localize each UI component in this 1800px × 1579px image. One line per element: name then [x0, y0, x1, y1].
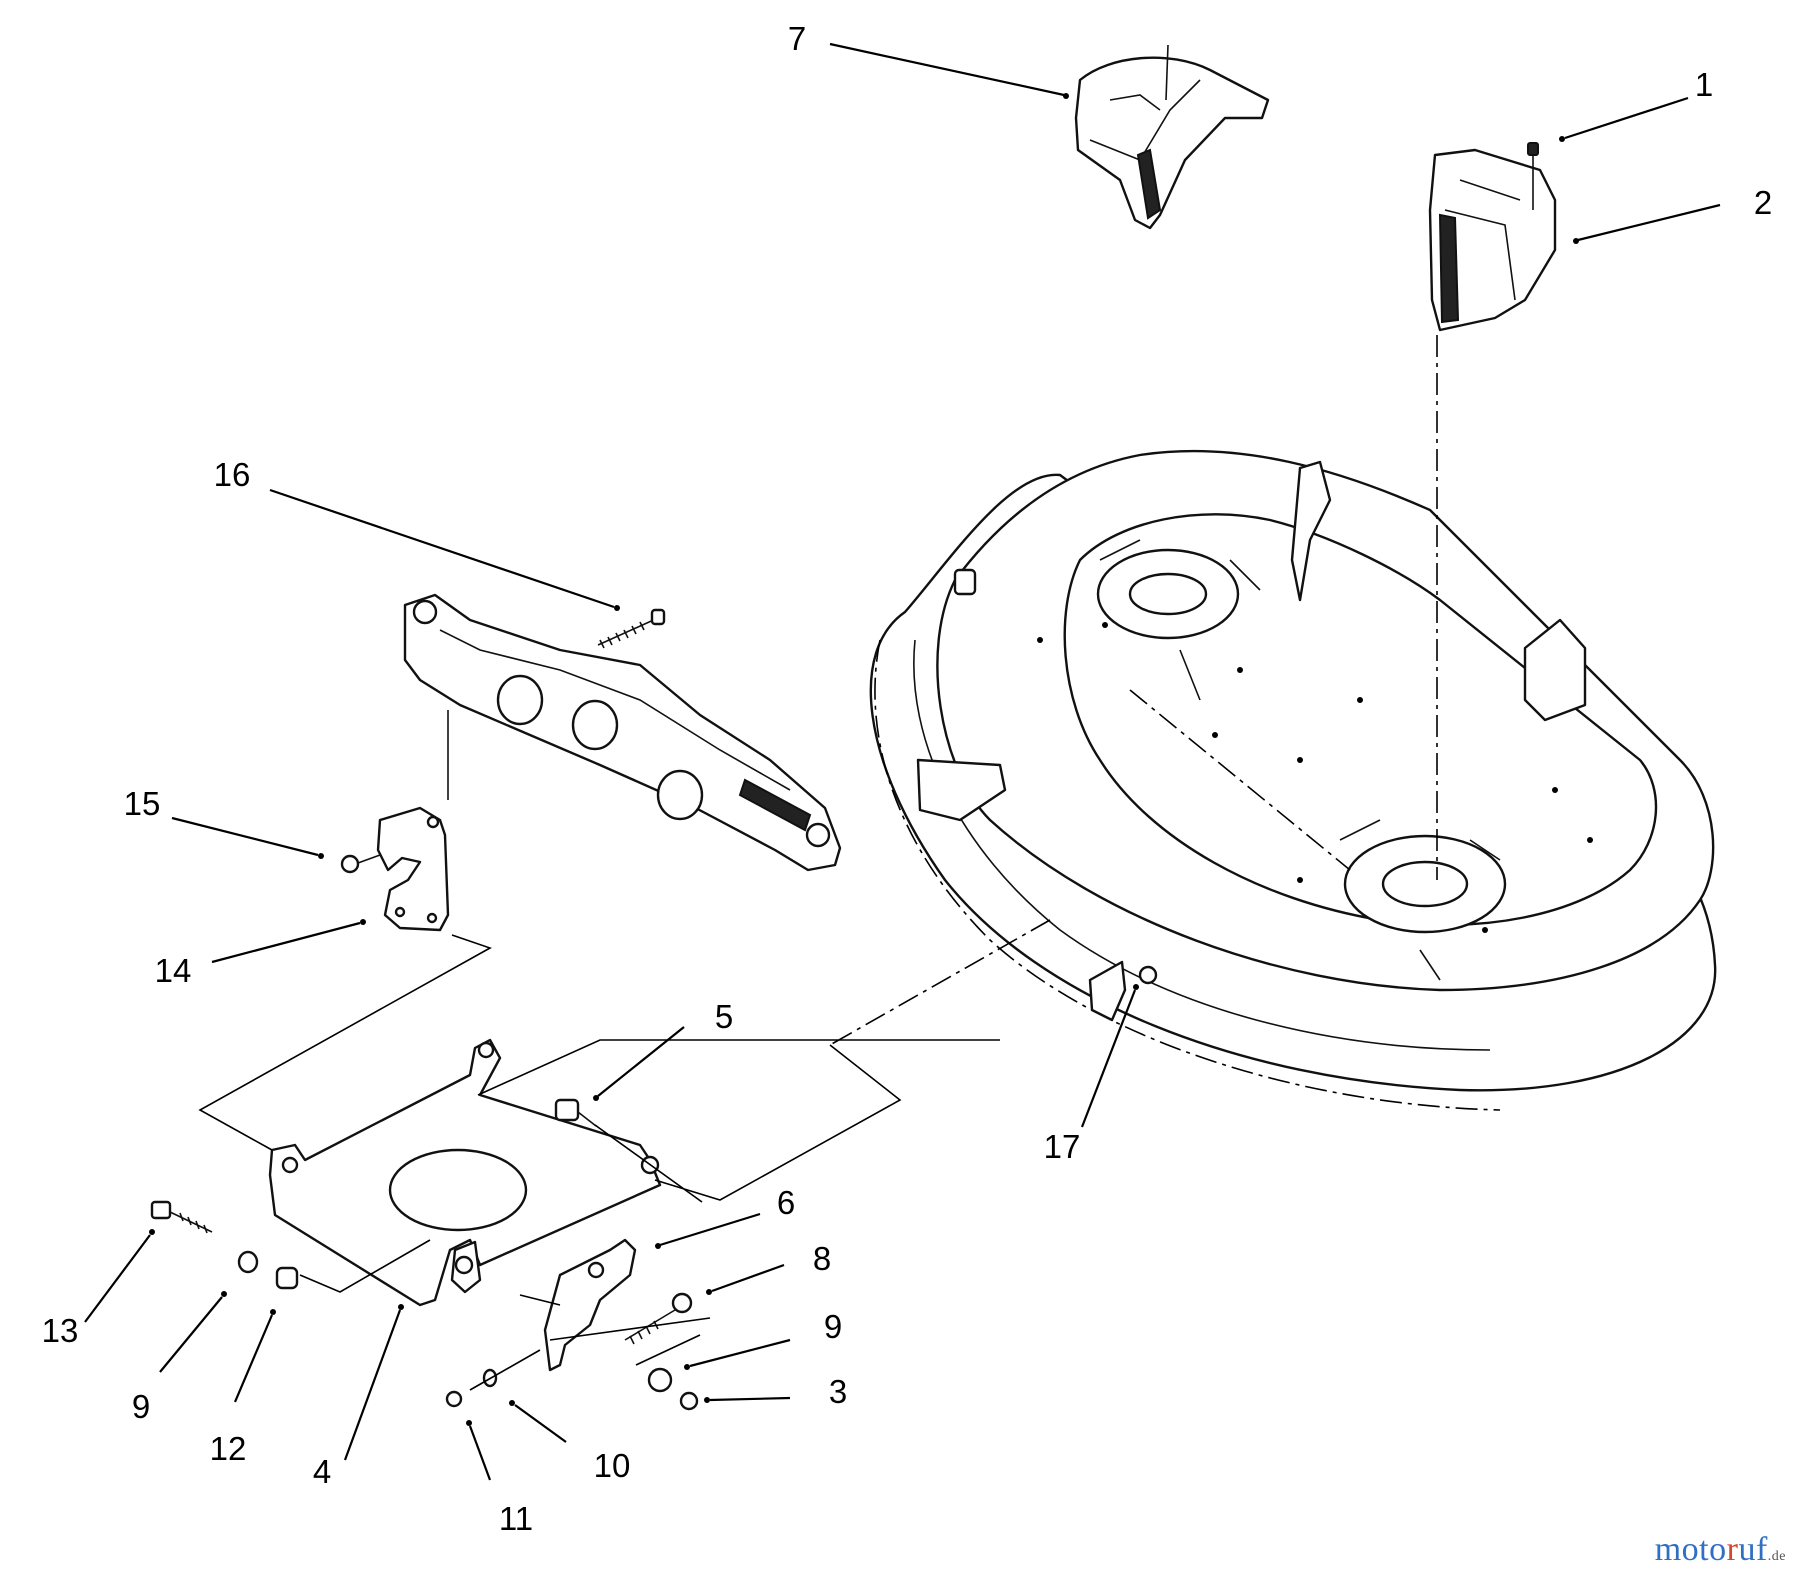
callout-15: 15: [124, 785, 161, 822]
part-9-washer-left: [237, 1250, 259, 1274]
part-5-bolt: [554, 1098, 597, 1127]
callout-11: 11: [499, 1500, 533, 1537]
callout-6: 6: [777, 1184, 795, 1221]
leader-lines: [84, 42, 1721, 1481]
part-7-deflector: [1074, 44, 1270, 230]
part-2-deflector: [1428, 148, 1557, 880]
leader-dots: [149, 93, 1579, 1426]
part-14-bracket: [376, 806, 450, 932]
watermark-part1: moto: [1654, 1531, 1727, 1568]
callout-12: 12: [210, 1430, 247, 1467]
part-13-bolt: [150, 1200, 213, 1234]
part-9-washer-right: [647, 1367, 673, 1393]
callouts: 1 2 3 4 5 6 7 8 9 9 10 11 12 13 14 15 16…: [42, 20, 1773, 1537]
callout-5: 5: [715, 998, 733, 1035]
callout-2: 2: [1754, 184, 1772, 221]
callout-8: 8: [813, 1240, 831, 1277]
watermark-logo: motoruf.de: [1655, 1531, 1786, 1569]
callout-9-left: 9: [132, 1388, 150, 1425]
mower-deck: [869, 449, 1717, 1111]
callout-1: 1: [1695, 66, 1713, 103]
part-8-eyebolt: [624, 1292, 693, 1345]
part-12-spacer: [275, 1266, 299, 1290]
callout-4: 4: [313, 1453, 331, 1490]
watermark-part2: r: [1726, 1531, 1739, 1568]
part-16-hanger-bar: [403, 593, 842, 872]
callout-3: 3: [829, 1373, 847, 1410]
part-15-nut: [340, 854, 381, 874]
callout-9-right: 9: [824, 1308, 842, 1345]
callout-13: 13: [42, 1312, 79, 1349]
callout-7: 7: [788, 20, 806, 57]
watermark-part4: .de: [1767, 1549, 1786, 1564]
callout-17: 17: [1044, 1128, 1081, 1165]
part-4-plate: [268, 1038, 662, 1307]
callout-14: 14: [155, 952, 192, 989]
callout-16: 16: [214, 456, 251, 493]
part-3-nut: [679, 1391, 699, 1411]
part-1-screw: [1527, 142, 1539, 210]
part-11-nut: [445, 1390, 463, 1408]
assembly-lines: [198, 919, 1051, 1391]
watermark-part3: uf: [1738, 1531, 1768, 1568]
callout-10: 10: [594, 1447, 631, 1484]
